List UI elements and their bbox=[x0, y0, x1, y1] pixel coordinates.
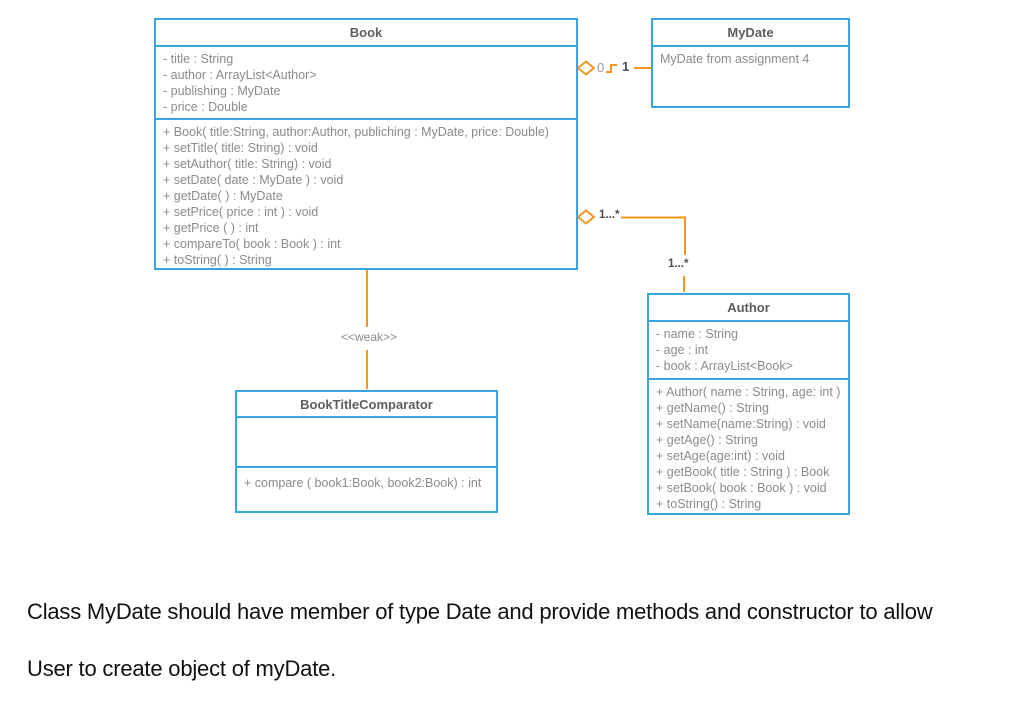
class-title-mydate: MyDate bbox=[653, 20, 848, 47]
method: + compareTo( book : Book ) : int bbox=[163, 237, 341, 252]
class-title-book: Book bbox=[156, 20, 576, 47]
book-methods-section: + Book( title:String, author:Author, pub… bbox=[156, 120, 576, 268]
stereotype-label: <<weak>> bbox=[331, 330, 407, 344]
attribute: - price : Double bbox=[163, 100, 248, 114]
attribute: - publishing : MyDate bbox=[163, 84, 281, 98]
comparator-methods-section: + compare ( book1:Book, book2:Book) : in… bbox=[237, 468, 496, 511]
aggregation-diamond-icon bbox=[576, 60, 596, 76]
method: + Author( name : String, age: int ) bbox=[656, 384, 841, 399]
method: + getName() : String bbox=[656, 400, 769, 415]
book-mydate-connector-jog bbox=[605, 64, 617, 73]
multiplicity-label: 1...* bbox=[597, 209, 622, 221]
note-text: MyDate from assignment 4 bbox=[660, 52, 810, 66]
aggregation-diamond-icon bbox=[576, 209, 596, 225]
multiplicity-label: 0 bbox=[595, 60, 607, 75]
method: + getAge() : String bbox=[656, 432, 758, 447]
author-attributes-section: - name : String - age : int - book : Arr… bbox=[649, 322, 848, 380]
class-title-booktitlecomparator: BookTitleComparator bbox=[237, 392, 496, 418]
class-title-author: Author bbox=[649, 295, 848, 322]
book-attributes-section: - title : String - author : ArrayList<Au… bbox=[156, 47, 576, 121]
method: + getDate( ) : MyDate bbox=[163, 189, 283, 204]
method: + setTitle( title: String) : void bbox=[163, 141, 318, 156]
comparator-attributes-section bbox=[237, 418, 496, 468]
multiplicity-label: 1 bbox=[620, 59, 632, 74]
author-methods-section: + Author( name : String, age: int ) + ge… bbox=[649, 380, 848, 513]
attribute: - age : int bbox=[656, 343, 709, 357]
attribute: - title : String bbox=[163, 52, 234, 66]
method: + setPrice( price : int ) : void bbox=[163, 205, 319, 220]
method: + setName(name:String) : void bbox=[656, 416, 826, 431]
method: + setBook( book : Book ) : void bbox=[656, 480, 827, 495]
book-author-connector bbox=[620, 216, 686, 255]
caption-line-2: User to create object of myDate. bbox=[27, 656, 337, 681]
method: + toString() : String bbox=[656, 496, 762, 511]
attribute: - author : ArrayList<Author> bbox=[163, 68, 317, 82]
class-box-author: Author - name : String - age : int - boo… bbox=[647, 293, 850, 515]
class-box-mydate: MyDate MyDate from assignment 4 bbox=[651, 18, 850, 108]
method: + toString( ) : String bbox=[163, 253, 272, 268]
method: + setAuthor( title: String) : void bbox=[163, 157, 332, 172]
attribute: - name : String bbox=[656, 327, 738, 341]
attribute: - book : ArrayList<Book> bbox=[656, 359, 793, 373]
method: + getPrice ( ) : int bbox=[163, 221, 259, 236]
mydate-note-section: MyDate from assignment 4 bbox=[653, 47, 848, 106]
class-box-booktitlecomparator: BookTitleComparator + compare ( book1:Bo… bbox=[235, 390, 498, 513]
method: + setDate( date : MyDate ) : void bbox=[163, 173, 344, 188]
multiplicity-label: 1...* bbox=[666, 258, 691, 270]
method: + getBook( title : String ) : Book bbox=[656, 464, 830, 479]
caption-line-1: Class MyDate should have member of type … bbox=[27, 599, 933, 624]
method: + setAge(age:int) : void bbox=[656, 448, 785, 463]
method: + compare ( book1:Book, book2:Book) : in… bbox=[244, 476, 482, 490]
method: + Book( title:String, author:Author, pub… bbox=[163, 125, 549, 140]
class-box-book: Book - title : String - author : ArrayLi… bbox=[154, 18, 578, 270]
